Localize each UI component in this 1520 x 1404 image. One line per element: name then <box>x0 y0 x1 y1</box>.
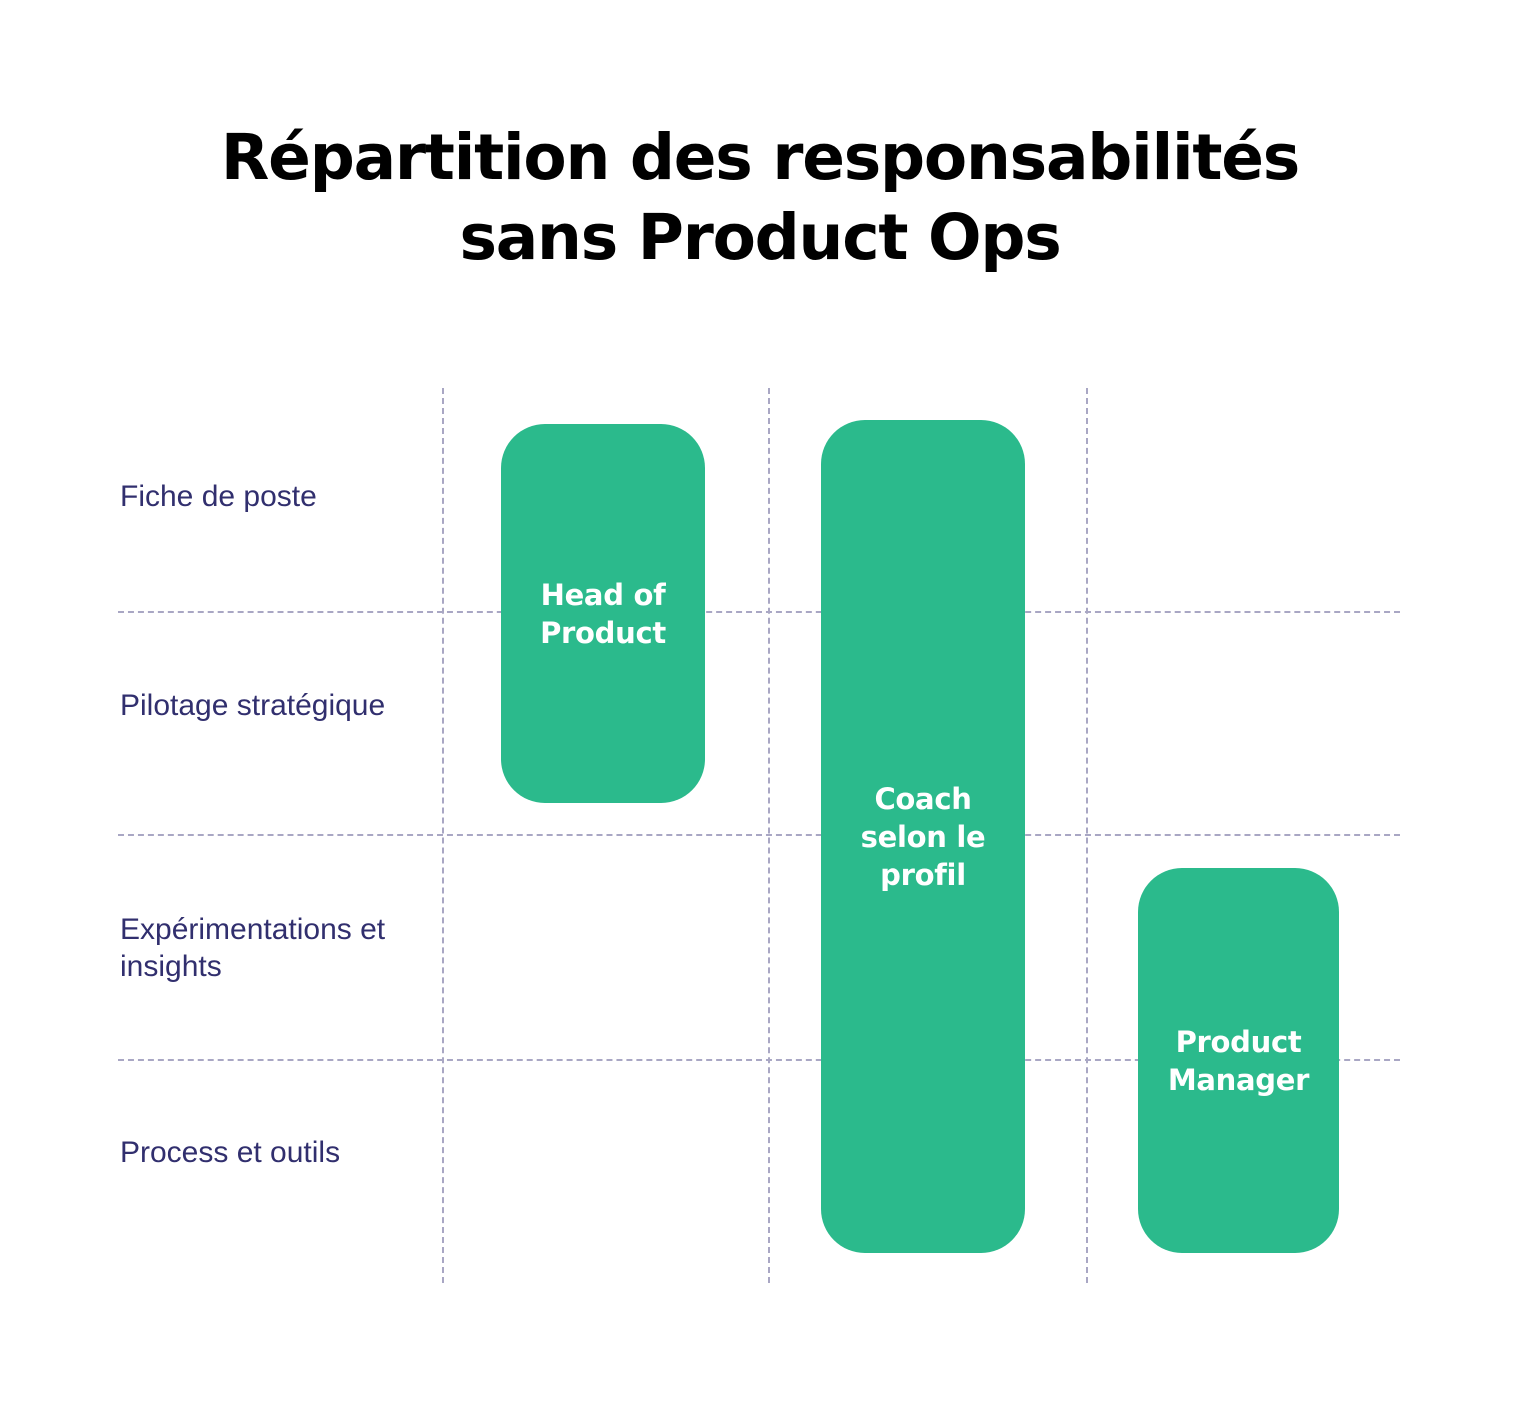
bar-label-product-manager: Product Manager <box>1167 1024 1310 1097</box>
axis-label-pilotage-strategique: Pilotage stratégique <box>120 689 386 722</box>
axis-label-fiche-de-poste: Fiche de poste <box>120 480 317 513</box>
bar-label-head-of-product: Head of Product <box>540 577 666 650</box>
bar-coach-selon-le-profil: Coach selon le profil <box>821 420 1025 1253</box>
bar-product-manager: Product Manager <box>1138 868 1339 1253</box>
gridline-horizontal <box>118 1059 1400 1061</box>
gridline-horizontal <box>118 834 1400 836</box>
bar-label-coach-selon-le-profil: Coach selon le profil <box>860 781 986 892</box>
axis-label-experimentations-et-insights: Expérimentations et insights <box>120 913 386 983</box>
axis-label-process-et-outils: Process et outils <box>120 1136 341 1169</box>
chart-title: Répartition des responsabilités sans Pro… <box>220 121 1300 274</box>
gridline-horizontal <box>118 611 1400 613</box>
bar-head-of-product: Head of Product <box>501 424 705 803</box>
